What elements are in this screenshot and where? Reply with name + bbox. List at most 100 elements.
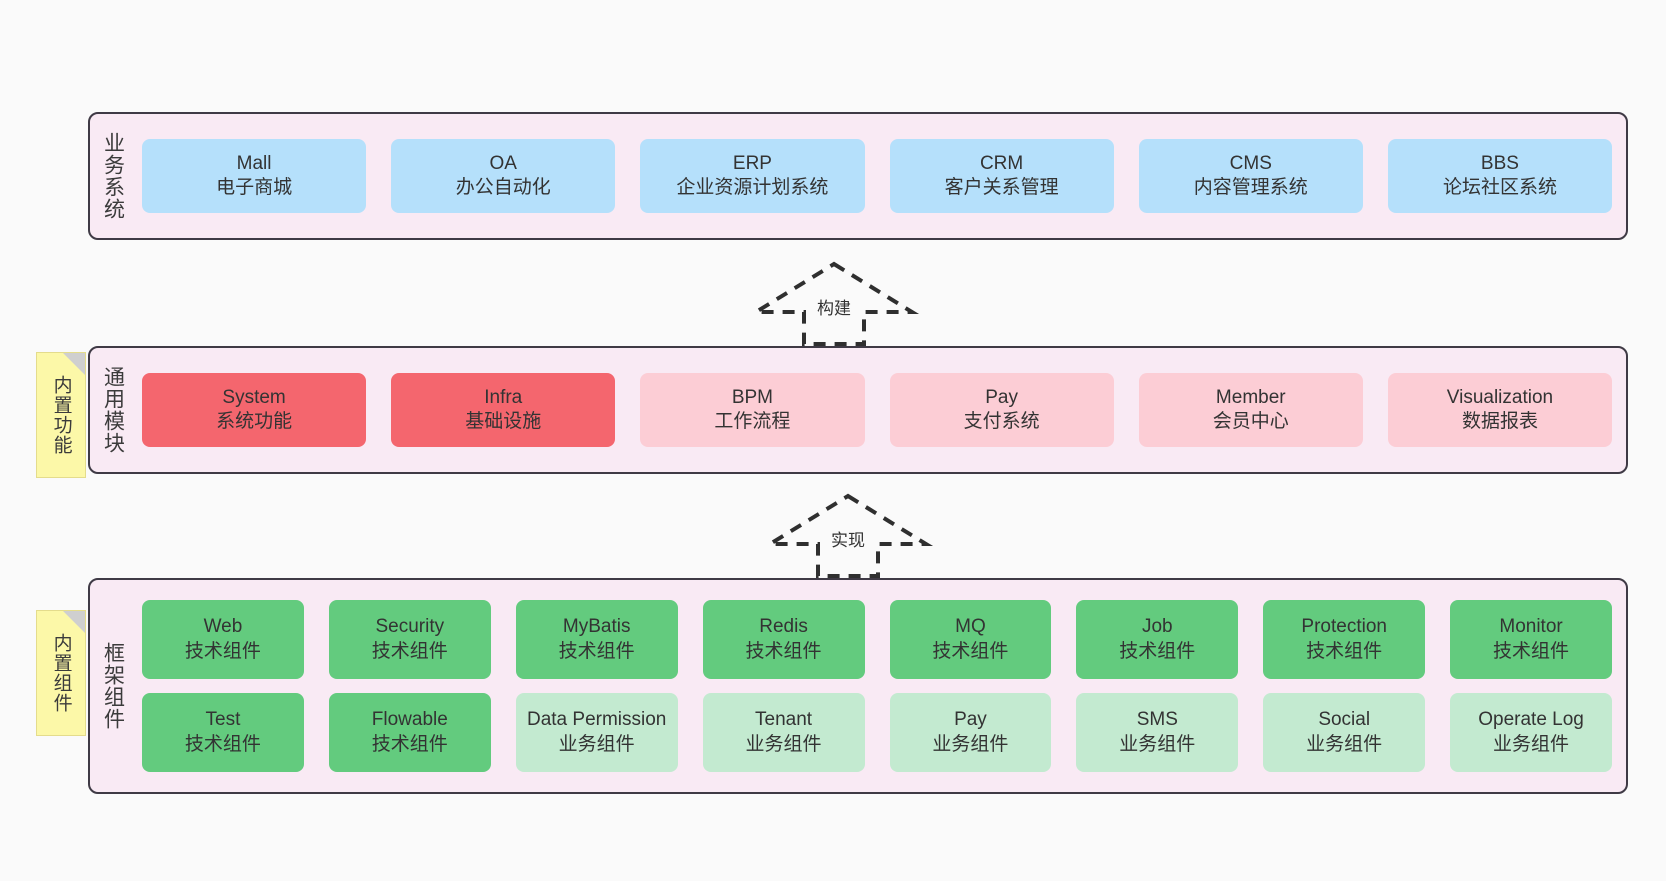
node-oa[interactable]: OA 办公自动化 (391, 139, 616, 213)
node-title: Redis (759, 616, 808, 638)
connector-build: 构建 (746, 258, 922, 348)
node-protection[interactable]: Protection 技术组件 (1263, 600, 1426, 679)
connector-label: 构建 (817, 299, 851, 318)
node-title: MQ (955, 616, 986, 638)
node-operate-log[interactable]: Operate Log 业务组件 (1450, 693, 1612, 772)
node-data-permission[interactable]: Data Permission 业务组件 (515, 693, 678, 772)
node-title: Tenant (755, 709, 813, 731)
node-row: Web 技术组件 Security 技术组件 MyBatis 技术组件 Redi… (142, 600, 1612, 679)
folded-corner-icon (63, 353, 85, 375)
node-subtitle: 业务组件 (1493, 733, 1570, 755)
node-title: Protection (1301, 616, 1387, 638)
node-subtitle: 企业资源计划系统 (676, 177, 829, 198)
node-job[interactable]: Job 技术组件 (1076, 600, 1239, 679)
node-subtitle: 内容管理系统 (1193, 177, 1308, 198)
layer-framework-components: 框架组件 Web 技术组件 Security 技术组件 MyBatis 技术组件… (88, 578, 1628, 794)
node-monitor[interactable]: Monitor 技术组件 (1450, 600, 1612, 679)
connector-label: 实现 (831, 531, 865, 550)
node-crm[interactable]: CRM 客户关系管理 (889, 139, 1114, 213)
dashed-arrow-up-icon (748, 261, 920, 346)
node-title: Social (1318, 709, 1371, 731)
node-sms[interactable]: SMS 业务组件 (1076, 693, 1239, 772)
node-visualization[interactable]: Visualization 数据报表 (1387, 373, 1613, 447)
node-web[interactable]: Web 技术组件 (142, 600, 304, 679)
node-member[interactable]: Member 会员中心 (1138, 373, 1363, 447)
node-title: Infra (484, 386, 523, 408)
node-title: Job (1141, 616, 1173, 638)
node-subtitle: 会员中心 (1212, 411, 1289, 432)
node-title: System (222, 386, 286, 408)
layer-body-common: System 系统功能 Infra 基础设施 BPM 工作流程 Pay 支付系统… (136, 348, 1626, 472)
node-subtitle: 技术组件 (184, 640, 261, 662)
node-title: Pay (954, 709, 987, 731)
layer-title-common: 通用模块 (101, 366, 125, 454)
node-security[interactable]: Security 技术组件 (328, 600, 491, 679)
layer-title-business: 业务系统 (101, 132, 125, 220)
node-title: BPM (731, 386, 774, 408)
node-row: Test 技术组件 Flowable 技术组件 Data Permission … (142, 693, 1612, 772)
node-subtitle: 技术组件 (371, 640, 448, 662)
node-test[interactable]: Test 技术组件 (142, 693, 304, 772)
node-subtitle: 技术组件 (932, 640, 1009, 662)
node-flowable[interactable]: Flowable 技术组件 (328, 693, 491, 772)
node-pay[interactable]: Pay 支付系统 (889, 373, 1114, 447)
node-subtitle: 业务组件 (558, 733, 635, 755)
node-title: Member (1215, 386, 1286, 408)
node-subtitle: 支付系统 (963, 411, 1040, 432)
node-subtitle: 技术组件 (184, 733, 261, 755)
node-subtitle: 系统功能 (216, 411, 293, 432)
node-title: Monitor (1499, 616, 1563, 638)
node-subtitle: 客户关系管理 (944, 177, 1059, 198)
node-subtitle: 数据报表 (1461, 411, 1538, 432)
node-title: CRM (979, 152, 1024, 174)
node-title: ERP (732, 152, 772, 174)
sticky-note-builtin-components: 内置组件 (36, 610, 86, 736)
node-subtitle: 基础设施 (465, 411, 542, 432)
node-title: Web (203, 616, 243, 638)
node-subtitle: 业务组件 (745, 733, 822, 755)
node-subtitle: 技术组件 (558, 640, 635, 662)
node-mq[interactable]: MQ 技术组件 (889, 600, 1052, 679)
node-infra[interactable]: Infra 基础设施 (391, 373, 616, 447)
node-subtitle: 办公自动化 (455, 177, 551, 198)
layer-body-framework: Web 技术组件 Security 技术组件 MyBatis 技术组件 Redi… (136, 580, 1626, 792)
node-social[interactable]: Social 业务组件 (1263, 693, 1426, 772)
sticky-note-label: 内置功能 (50, 375, 72, 455)
layer-common-modules: 通用模块 System 系统功能 Infra 基础设施 BPM 工作流程 Pay… (88, 346, 1628, 474)
node-erp[interactable]: ERP 企业资源计划系统 (640, 139, 865, 213)
node-title: MyBatis (562, 616, 631, 638)
sticky-note-label: 内置组件 (50, 633, 72, 713)
node-subtitle: 业务组件 (1306, 733, 1383, 755)
node-title: Data Permission (526, 709, 667, 731)
dashed-arrow-up-icon (762, 493, 934, 578)
node-subtitle: 技术组件 (1119, 640, 1196, 662)
node-mybatis[interactable]: MyBatis 技术组件 (515, 600, 678, 679)
node-cms[interactable]: CMS 内容管理系统 (1138, 139, 1363, 213)
node-subtitle: 论坛社区系统 (1442, 177, 1557, 198)
node-row: System 系统功能 Infra 基础设施 BPM 工作流程 Pay 支付系统… (142, 373, 1613, 447)
node-title: OA (489, 152, 517, 174)
layer-business-systems: 业务系统 Mall 电子商城 OA 办公自动化 ERP 企业资源计划系统 CRM… (88, 112, 1628, 240)
node-title: Pay (985, 386, 1018, 408)
node-pay-component[interactable]: Pay 业务组件 (889, 693, 1052, 772)
node-system[interactable]: System 系统功能 (142, 373, 367, 447)
node-bpm[interactable]: BPM 工作流程 (640, 373, 865, 447)
node-title: Test (205, 709, 241, 731)
layer-body-business: Mall 电子商城 OA 办公自动化 ERP 企业资源计划系统 CRM 客户关系… (136, 114, 1626, 238)
node-tenant[interactable]: Tenant 业务组件 (702, 693, 865, 772)
folded-corner-icon (63, 611, 85, 633)
node-mall[interactable]: Mall 电子商城 (142, 139, 367, 213)
node-subtitle: 技术组件 (1493, 640, 1570, 662)
node-title: Operate Log (1478, 709, 1584, 731)
node-title: Flowable (371, 709, 448, 731)
node-title: Visualization (1446, 386, 1554, 408)
node-subtitle: 技术组件 (371, 733, 448, 755)
node-row: Mall 电子商城 OA 办公自动化 ERP 企业资源计划系统 CRM 客户关系… (142, 139, 1613, 213)
node-bbs[interactable]: BBS 论坛社区系统 (1387, 139, 1613, 213)
node-subtitle: 技术组件 (745, 640, 822, 662)
node-subtitle: 技术组件 (1306, 640, 1383, 662)
node-redis[interactable]: Redis 技术组件 (702, 600, 865, 679)
node-subtitle: 业务组件 (1119, 733, 1196, 755)
node-subtitle: 业务组件 (932, 733, 1009, 755)
node-title: Security (375, 616, 445, 638)
